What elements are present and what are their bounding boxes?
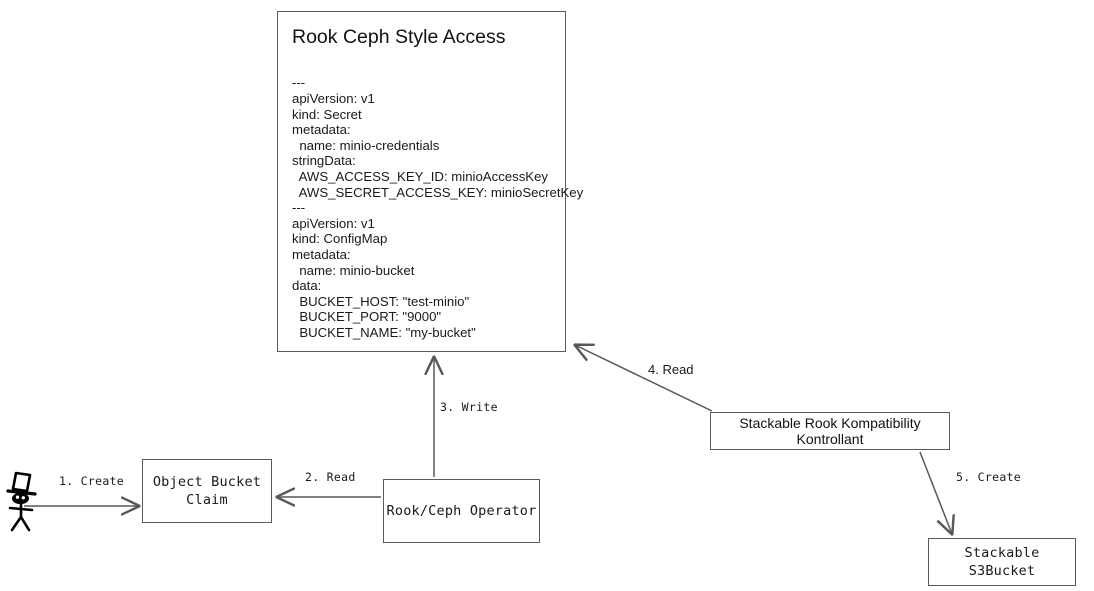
edge-label-write3: 3. Write bbox=[440, 400, 498, 414]
yaml-node-title: Rook Ceph Style Access bbox=[292, 26, 506, 48]
node-rook-ceph-style-access[interactable]: Rook Ceph Style Access --- apiVersion: v… bbox=[277, 11, 584, 352]
node-stackable-s3bucket-label: Stackable S3Bucket bbox=[964, 544, 1040, 579]
edge-read4 bbox=[575, 345, 713, 412]
node-stackable-rook-kompatibility-kontrollant[interactable]: Stackable Rook Kompatibility Kontrollant bbox=[710, 412, 950, 450]
edge-label-read4: 4. Read bbox=[648, 362, 694, 377]
node-stackable-rook-kompatibility-kontrollant-label: Stackable Rook Kompatibility Kontrollant bbox=[739, 415, 921, 447]
yaml-node-body: --- apiVersion: v1 kind: Secret metadata… bbox=[292, 75, 584, 340]
edge-label-create5: 5. Create bbox=[956, 470, 1022, 484]
edge-label-read2: 2. Read bbox=[305, 470, 356, 484]
edge-create5 bbox=[919, 451, 952, 534]
node-object-bucket-claim[interactable]: Object Bucket Claim bbox=[142, 459, 272, 523]
node-rook-ceph-operator[interactable]: Rook/Ceph Operator bbox=[383, 479, 540, 543]
edge-label-create1: 1. Create bbox=[59, 474, 125, 488]
node-stackable-s3bucket[interactable]: Stackable S3Bucket bbox=[928, 538, 1076, 586]
user-actor-icon bbox=[6, 471, 37, 532]
node-rook-ceph-operator-label: Rook/Ceph Operator bbox=[386, 502, 537, 519]
node-object-bucket-claim-label: Object Bucket Claim bbox=[152, 473, 262, 508]
